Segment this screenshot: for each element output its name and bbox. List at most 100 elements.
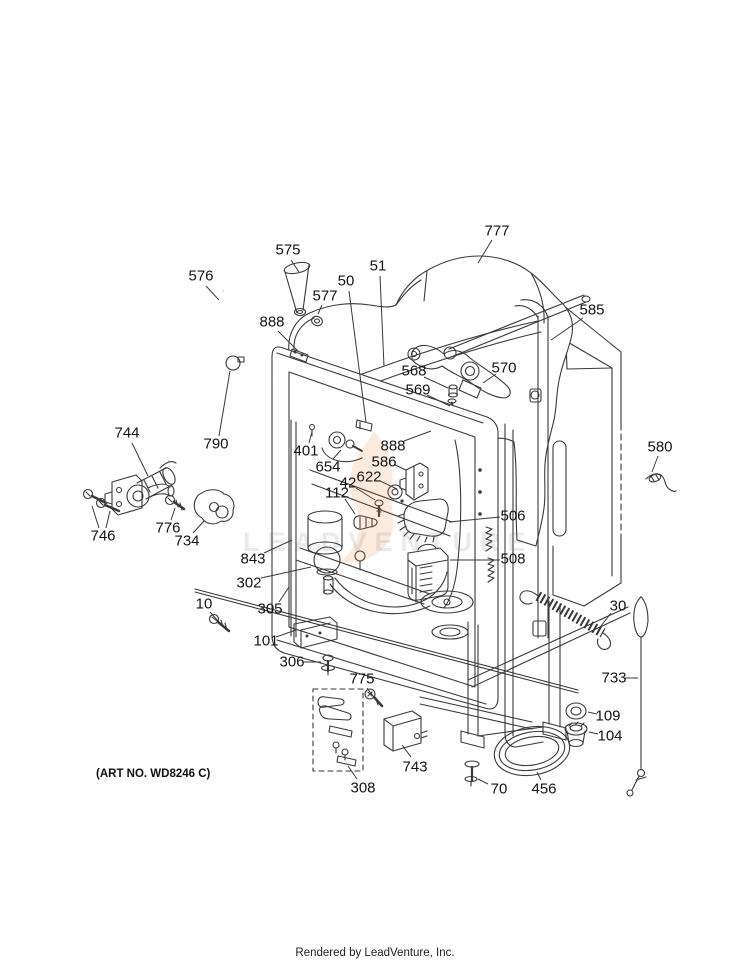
part-label-586: 586 bbox=[371, 453, 397, 471]
leader-line-401 bbox=[308, 431, 313, 444]
part-label-569: 569 bbox=[405, 381, 431, 399]
leader-line-112 bbox=[344, 498, 356, 515]
leader-line-42 bbox=[355, 487, 376, 501]
part-label-654: 654 bbox=[315, 458, 341, 476]
small-knob bbox=[354, 550, 366, 571]
leader-line-569 bbox=[426, 394, 451, 407]
part-label-42: 42 bbox=[339, 474, 357, 492]
leader-line-734 bbox=[192, 520, 205, 534]
bracket-101 bbox=[293, 616, 338, 649]
leader-line-622 bbox=[379, 480, 398, 490]
leader-line-570 bbox=[482, 373, 497, 384]
leader-line-104 bbox=[588, 731, 599, 735]
leader-line-790 bbox=[218, 370, 231, 437]
grommet-734 bbox=[193, 489, 235, 525]
leader-line-302 bbox=[260, 566, 312, 579]
tub-interior bbox=[290, 419, 495, 640]
leader-line-568 bbox=[423, 376, 449, 389]
part-label-775: 775 bbox=[349, 670, 375, 688]
part-label-306: 306 bbox=[279, 653, 305, 671]
part-label-112: 112 bbox=[325, 484, 349, 502]
front-rail-305 bbox=[194, 588, 579, 694]
leader-line-654 bbox=[332, 449, 342, 460]
part-label-302: 302 bbox=[236, 574, 262, 592]
part-label-51: 51 bbox=[369, 257, 387, 275]
leader-line-743 bbox=[401, 744, 412, 758]
part-label-506: 506 bbox=[500, 507, 526, 525]
part-label-575: 575 bbox=[275, 241, 301, 259]
part-label-733: 733 bbox=[601, 669, 627, 687]
drain-pipe bbox=[329, 571, 448, 615]
water-valve-assembly bbox=[82, 461, 235, 525]
leader-line-576 bbox=[205, 285, 220, 301]
leader-line-30 bbox=[600, 612, 612, 627]
leader-line-777 bbox=[477, 239, 493, 264]
dispenser-cup-508 bbox=[407, 543, 449, 603]
vent-canister bbox=[307, 510, 343, 555]
leader-line-843 bbox=[263, 539, 293, 554]
leader-line-506 bbox=[448, 516, 501, 523]
gasket-456 bbox=[493, 725, 571, 777]
upper-spray-tube bbox=[443, 294, 591, 360]
part-label-30: 30 bbox=[609, 597, 627, 615]
screw-775 bbox=[364, 688, 384, 708]
leader-line-575 bbox=[290, 259, 300, 273]
leader-line-776 bbox=[170, 507, 176, 521]
leader-line-888 bbox=[277, 330, 299, 352]
dome-302 bbox=[313, 546, 341, 576]
leader-line-70 bbox=[477, 778, 489, 785]
art-number: (ART NO. WD8246 C) bbox=[96, 768, 211, 780]
part-label-10: 10 bbox=[195, 595, 213, 613]
part-label-577: 577 bbox=[312, 287, 338, 305]
nut-577 bbox=[311, 315, 323, 327]
part-label-508: 508 bbox=[500, 550, 526, 568]
leader-line-744 bbox=[131, 442, 149, 477]
clip-50 bbox=[355, 419, 373, 432]
leader-line-775 bbox=[366, 687, 374, 697]
leader-lines bbox=[91, 239, 659, 785]
leader-line-305 bbox=[278, 586, 290, 603]
tub-right-edge bbox=[504, 423, 544, 748]
part-label-585: 585 bbox=[579, 301, 605, 319]
part-label-70: 70 bbox=[490, 780, 508, 798]
leader-line-746 bbox=[105, 510, 111, 529]
part-label-570: 570 bbox=[491, 359, 517, 377]
part-label-888: 888 bbox=[380, 437, 406, 455]
clip-112 bbox=[353, 515, 378, 530]
cylinder-622 bbox=[387, 484, 404, 503]
part-label-101: 101 bbox=[253, 632, 279, 650]
tub-front-frame bbox=[271, 346, 499, 710]
part-label-401: 401 bbox=[293, 442, 319, 460]
watermark-text: LEADVENTURE bbox=[243, 527, 534, 557]
fill-funnel bbox=[283, 261, 323, 327]
screws-746 bbox=[82, 488, 121, 513]
door-spring bbox=[519, 590, 612, 650]
part-label-743: 743 bbox=[402, 758, 428, 776]
leader-line-580 bbox=[651, 455, 659, 473]
leader-line-101 bbox=[275, 629, 297, 638]
part-label-622: 622 bbox=[356, 468, 382, 486]
part-label-888: 888 bbox=[259, 313, 285, 331]
part-label-776: 776 bbox=[155, 519, 181, 537]
footer-credit: Rendered by LeadVenture, Inc. bbox=[295, 947, 455, 959]
part-label-777: 777 bbox=[484, 222, 510, 240]
leader-line-109 bbox=[587, 711, 598, 715]
part-label-576: 576 bbox=[188, 267, 214, 285]
washer-109 bbox=[565, 702, 587, 720]
leader-line-308 bbox=[347, 765, 358, 780]
leader-line-888 bbox=[403, 430, 432, 442]
part-label-790: 790 bbox=[203, 435, 229, 453]
part-label-109: 109 bbox=[595, 707, 621, 725]
leader-line-456 bbox=[536, 771, 542, 781]
leader-line-746 bbox=[91, 505, 100, 529]
leader-line-586 bbox=[394, 464, 407, 471]
leader-line-51 bbox=[379, 275, 385, 367]
screw-776 bbox=[164, 494, 186, 511]
part-label-843: 843 bbox=[240, 550, 266, 568]
leader-line-10 bbox=[209, 611, 219, 622]
screw-70 bbox=[464, 760, 480, 787]
fill-tube bbox=[514, 299, 549, 639]
leader-line-585 bbox=[550, 317, 584, 341]
